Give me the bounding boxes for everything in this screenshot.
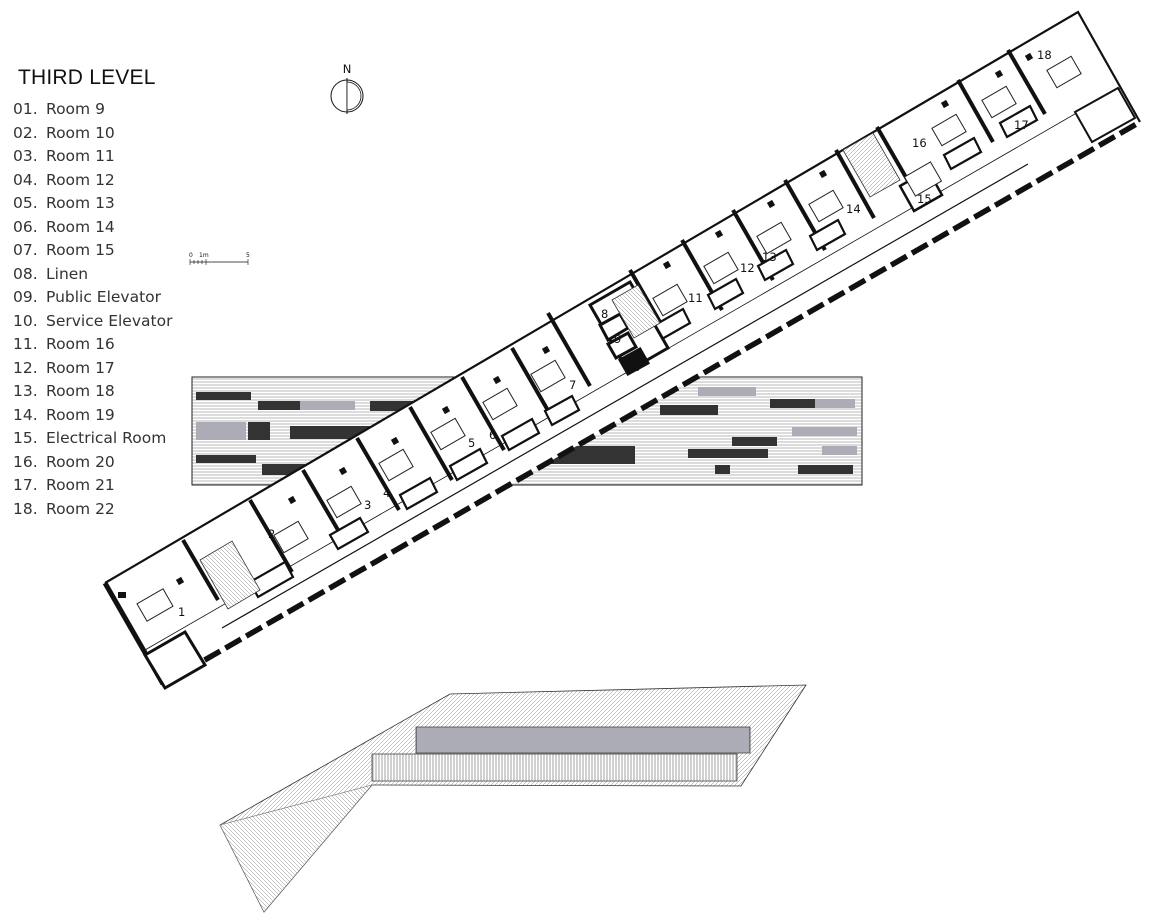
legend-item: 05.Room 13 <box>13 194 115 212</box>
svg-text:5: 5 <box>246 252 250 259</box>
room-legend: 01.Room 9 02.Room 10 03.Room 11 04.Room … <box>13 98 172 521</box>
stair-1 <box>199 540 261 610</box>
legend-item: 12.Room 17 <box>13 358 115 377</box>
north-label: N <box>343 62 352 76</box>
plan-label: 13 <box>762 250 777 264</box>
stair-2 <box>842 132 901 198</box>
scale-bar: 0 1m 5 <box>189 252 250 265</box>
plan-label: 5 <box>468 436 475 450</box>
legend-item: 06.Room 14 <box>13 217 115 236</box>
plan-label: 10 <box>626 360 641 374</box>
plan-label: 7 <box>569 378 576 392</box>
svg-text:0: 0 <box>189 252 193 259</box>
legend-item: 04.Room 12 <box>13 170 115 189</box>
plan-label: 11 <box>688 291 703 305</box>
stair-3 <box>611 284 661 339</box>
legend-item: 07.Room 15 <box>13 241 115 259</box>
plan-label: 12 <box>740 261 755 275</box>
plan-title: THIRD LEVEL <box>18 66 156 89</box>
plan-label: 14 <box>846 202 861 216</box>
legend-item: 09.Public Elevator <box>13 288 162 306</box>
building-third-level: 1 2 3 4 5 6 7 8 9 10 11 12 13 14 15 16 1… <box>102 10 1142 691</box>
legend-item: 14.Room 19 <box>13 405 115 424</box>
plan-label: 8 <box>601 307 608 321</box>
plan-label: 3 <box>364 498 371 512</box>
legend-item: 18.Room 22 <box>13 499 115 518</box>
plan-label: 1 <box>178 605 185 619</box>
plan-label: 9 <box>614 332 621 346</box>
legend-item: 17.Room 21 <box>13 476 115 494</box>
plan-label: 18 <box>1037 48 1052 62</box>
plan-label: 16 <box>912 136 927 150</box>
room-numbers: 1 2 3 4 5 6 7 8 9 10 11 12 13 14 15 16 1… <box>178 48 1052 619</box>
svg-text:1m: 1m <box>199 252 209 259</box>
plan-label: 6 <box>489 428 496 442</box>
plan-label: 17 <box>1014 118 1029 132</box>
legend-item: 03.Room 11 <box>13 147 115 165</box>
legend-item: 08.Linen <box>13 264 89 283</box>
legend-item: 10.Service Elevator <box>13 311 173 330</box>
legend-item: 02.Room 10 <box>13 123 115 142</box>
north-arrow-icon: N <box>330 62 364 114</box>
plan-label: 15 <box>917 192 932 206</box>
lower-roof-footprint <box>219 684 807 913</box>
plan-label: 4 <box>383 486 390 500</box>
plan-label: 2 <box>268 527 275 541</box>
legend-item: 01.Room 9 <box>13 100 105 118</box>
legend-item: 13.Room 18 <box>13 382 115 400</box>
legend-item: 16.Room 20 <box>13 452 115 471</box>
legend-item: 11.Room 16 <box>13 335 115 353</box>
legend-item: 15.Electrical Room <box>13 429 167 447</box>
